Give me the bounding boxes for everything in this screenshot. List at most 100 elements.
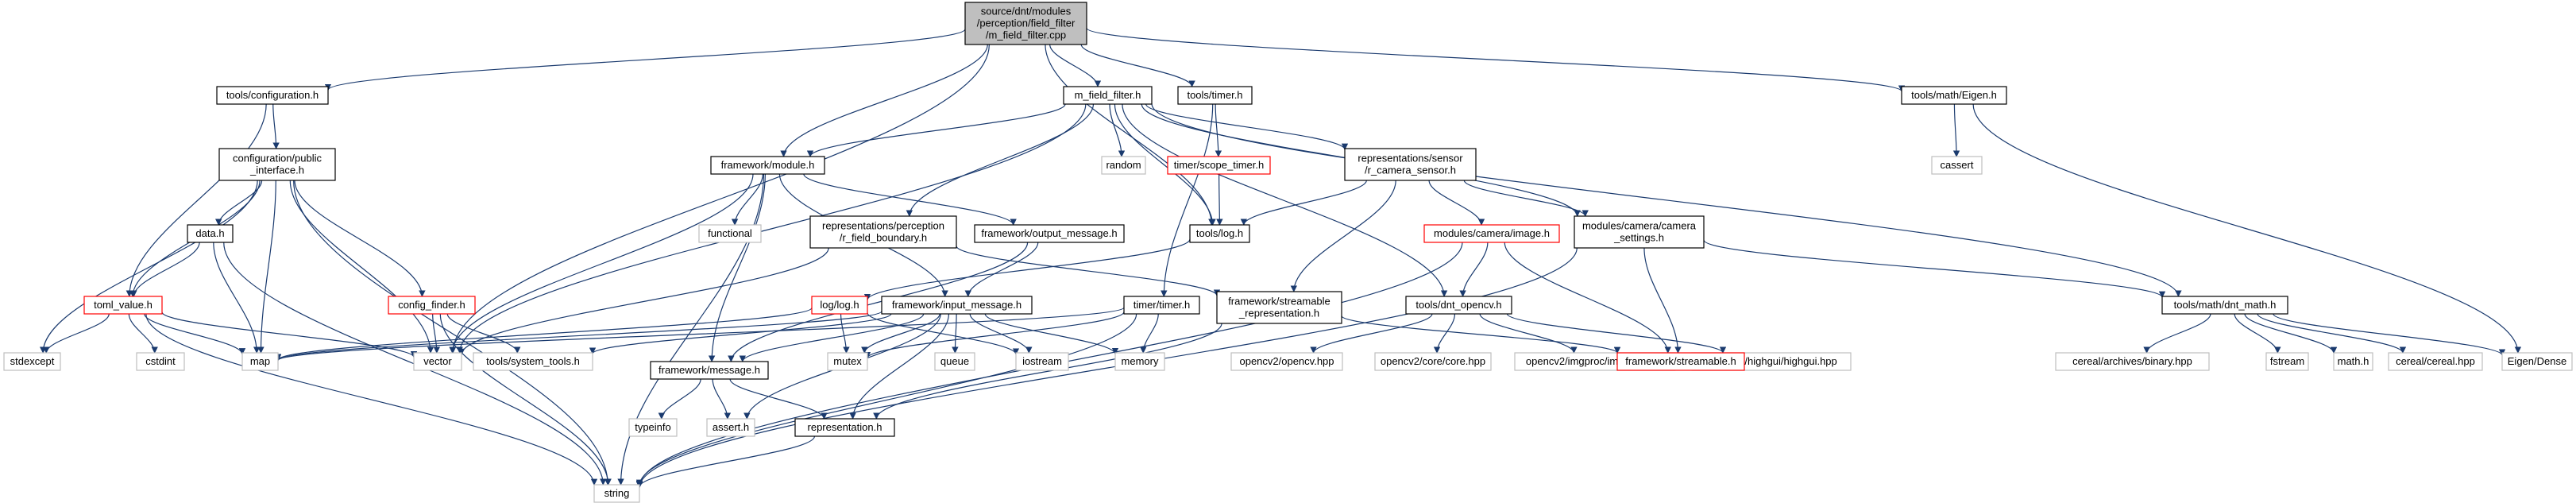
node-box [794, 418, 895, 437]
edge-data_h-to-toml_value [130, 242, 200, 297]
node-framework-streamable-repr[interactable]: framework/streamable_representation.h [1216, 291, 1342, 324]
node-label: tools/math/dnt_math.h [2174, 299, 2277, 311]
node-box [83, 296, 163, 315]
node-box [628, 418, 678, 437]
node-data-h[interactable]: data.h [187, 224, 234, 243]
node-box [1216, 291, 1342, 324]
node-box [136, 352, 185, 371]
edge-toml_value-to-vector [161, 311, 418, 358]
edge-framework_message-to-assert_h [712, 378, 732, 420]
node-box [1423, 224, 1560, 243]
node-m-field-filter-h[interactable]: m_field_filter.h [1063, 86, 1153, 105]
node-label: opencv2/core/core.hpp [1381, 355, 1485, 367]
node-log-log[interactable]: log/log.h [811, 296, 868, 315]
node-label: tools/system_tools.h [486, 355, 580, 367]
edge-m_field_filter_h-to-tools_dnt_opencv [1122, 103, 1448, 297]
edge-repr_field_boundary-to-framework_streamable_repr [956, 246, 1221, 296]
node-config-public-interface[interactable]: configuration/public_interface.h [218, 148, 336, 181]
edge-timer_timer-to-memory [1140, 313, 1159, 354]
edge-repr_sensor-to-modules_camera_image [1428, 180, 1485, 226]
node-label: /r_field_boundary.h [840, 232, 927, 244]
node-timer-scope-timer[interactable]: timer/scope_timer.h [1167, 156, 1271, 175]
edge-root-to-framework_module [780, 44, 988, 157]
edge-config_finder-to-vector [432, 313, 441, 354]
edge-root-to-tools_timer [1080, 44, 1195, 87]
node-box [811, 296, 868, 315]
edge-log_log-to-map [275, 307, 813, 361]
edge-framework_message-to-representation_h [729, 378, 828, 420]
node-eigen-dense: Eigen/Dense [2501, 352, 2573, 371]
node-tools-timer[interactable]: tools/timer.h [1177, 86, 1253, 105]
edge-framework_input_message-to-mutex [861, 313, 940, 354]
edge-framework_input_message-to-map [275, 311, 882, 362]
node-label: mutex [833, 355, 862, 367]
node-tools-math-dnt-math[interactable]: tools/math/dnt_math.h [2161, 296, 2288, 315]
node-label: typeinfo [635, 421, 671, 433]
edge-tools_math_dnt_math-to-eigen_dense [2273, 313, 2506, 356]
node-framework-streamable[interactable]: framework/streamable.h [1616, 352, 1745, 371]
node-tools-dnt-opencv[interactable]: tools/dnt_opencv.h [1405, 296, 1512, 315]
node-box [2333, 352, 2373, 371]
node-toml-value[interactable]: toml_value.h [83, 296, 163, 315]
node-box [1405, 296, 1512, 315]
node-opencv: opencv2/opencv.hpp [1230, 352, 1343, 371]
node-label: /perception/field_filter [977, 17, 1076, 29]
node-label: fstream [2270, 355, 2304, 367]
node-repr-sensor[interactable]: representations/sensor/r_camera_sensor.h [1344, 148, 1477, 181]
edge-tools_configuration-to-toml_value [126, 103, 267, 297]
node-label: m_field_filter.h [1075, 89, 1141, 101]
edge-repr_sensor-to-modules_camera_settings [1463, 180, 1589, 217]
node-label: log/log.h [820, 299, 859, 311]
node-representation-h[interactable]: representation.h [794, 418, 895, 437]
node-label: vector [423, 355, 452, 367]
node-cereal-binary: cereal/archives/binary.hpp [2055, 352, 2210, 371]
node-modules-camera-image[interactable]: modules/camera/image.h [1423, 224, 1560, 243]
edge-config_public_interface-to-data_h [215, 180, 263, 226]
node-queue: queue [934, 352, 975, 371]
node-typeinfo: typeinfo [628, 418, 678, 437]
node-tools-math-eigen[interactable]: tools/math/Eigen.h [1901, 86, 2007, 105]
node-label: tools/math/Eigen.h [1911, 89, 1997, 101]
node-framework-module[interactable]: framework/module.h [710, 156, 825, 175]
edge-timer_timer-to-string [635, 313, 1137, 486]
node-label: _representation.h [1238, 308, 1319, 319]
node-modules-camera-settings[interactable]: modules/camera/camera_settings.h [1574, 215, 1705, 249]
node-box [2055, 352, 2210, 371]
node-label: /m_field_filter.cpp [986, 29, 1066, 41]
node-box [216, 86, 329, 105]
node-timer-timer[interactable]: timer/timer.h [1123, 296, 1200, 315]
edge-m_field_filter_h-to-vector [456, 103, 1087, 354]
node-memory: memory [1114, 352, 1165, 371]
node-label: timer/scope_timer.h [1174, 159, 1264, 171]
edge-modules_camera_image-to-framework_streamable [1504, 242, 1671, 354]
node-tools-log[interactable]: tools/log.h [1189, 224, 1250, 243]
node-config-finder[interactable]: config_finder.h [388, 296, 476, 315]
node-box [1230, 352, 1343, 371]
node-stdexcept: stdexcept [3, 352, 61, 371]
node-box [3, 352, 61, 371]
node-box [1101, 156, 1146, 175]
node-box [593, 484, 640, 503]
node-box [1123, 296, 1200, 315]
edge-framework_message-to-typeinfo [658, 378, 701, 420]
node-label: representations/perception [822, 220, 944, 232]
node-box [974, 224, 1125, 243]
node-repr-field-boundary[interactable]: representations/perception/r_field_bound… [809, 215, 957, 249]
node-tools-configuration[interactable]: tools/configuration.h [216, 86, 329, 105]
edge-tools_math_dnt_math-to-math_h [2244, 313, 2338, 354]
edge-tools_dnt_opencv-to-opencv_core [1433, 313, 1456, 354]
node-framework-message[interactable]: framework/message.h [650, 361, 769, 380]
node-root[interactable]: source/dnt/modules/perception/field_filt… [964, 2, 1087, 45]
node-box [1344, 148, 1477, 181]
node-box [1374, 352, 1492, 371]
node-math-h: math.h [2333, 352, 2373, 371]
node-framework-output-message[interactable]: framework/output_message.h [974, 224, 1125, 243]
edge-framework_output_message-to-framework_message [728, 242, 1029, 362]
node-label: framework/input_message.h [892, 299, 1022, 311]
node-box [2388, 352, 2483, 371]
node-framework-input-message[interactable]: framework/input_message.h [881, 296, 1033, 315]
edge-toml_value-to-cstdint [128, 313, 158, 354]
edge-representation_h-to-string [635, 435, 816, 488]
node-label: memory [1122, 355, 1159, 367]
node-box [2265, 352, 2309, 371]
